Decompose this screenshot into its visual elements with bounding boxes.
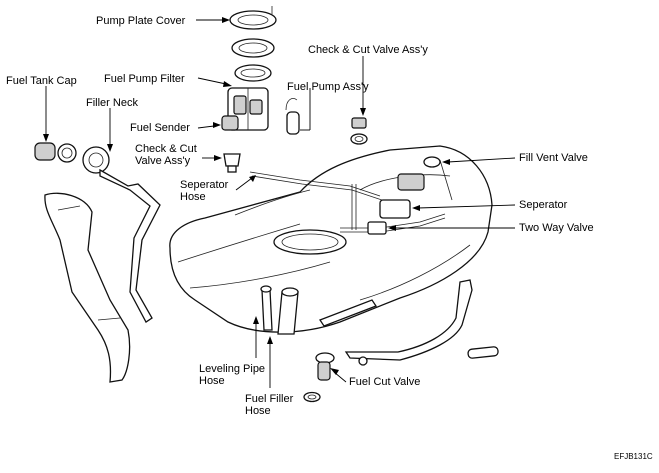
label-fuel-pump-assy: Fuel Pump Ass'y	[287, 81, 369, 93]
pump-plate-cover-part	[229, 6, 277, 30]
label-two-way-valve: Two Way Valve	[519, 222, 594, 234]
label-pump-plate-cover: Pump Plate Cover	[96, 15, 186, 27]
check-cut-valve-mounted	[397, 173, 425, 191]
check-cut-valve-left-part	[223, 153, 241, 173]
label-filler-neck: Filler Neck	[86, 97, 138, 109]
pump-seal-ring-inner	[240, 68, 266, 78]
label-fill-vent-valve: Fill Vent Valve	[519, 152, 588, 164]
fuel-tank	[169, 145, 493, 333]
separator-part	[379, 199, 411, 219]
label-separator-hose-1: Seperator	[180, 179, 229, 191]
filler-pipe-shield	[44, 192, 131, 383]
label-check-cut-valve-top: Check & Cut Valve Ass'y	[308, 44, 428, 56]
pump-plate-gasket-inner	[238, 42, 268, 54]
filler-neck-part	[82, 146, 161, 323]
fill-vent-valve-part	[423, 156, 441, 168]
label-separator: Seperator	[519, 199, 568, 211]
pump-seal-ring	[234, 64, 272, 82]
label-fuel-pump-filter: Fuel Pump Filter	[104, 73, 185, 85]
label-fuel-filler-hose-1: Fuel Filler	[245, 393, 294, 405]
label-leveling-pipe-hose-1: Leveling Pipe	[199, 363, 265, 375]
label-leveling-pipe-hose-2: Hose	[199, 375, 225, 387]
fuel-cut-valve-part	[303, 352, 335, 403]
vent-hose-small	[467, 346, 499, 359]
label-check-cut-valve-left-1: Check & Cut	[135, 143, 197, 155]
label-fuel-sender: Fuel Sender	[130, 122, 190, 134]
fuel-pump-part	[285, 98, 300, 135]
vent-tubing	[249, 159, 453, 233]
check-cut-valve-top-part	[350, 117, 368, 145]
label-separator-hose-2: Hose	[180, 191, 206, 203]
label-fuel-cut-valve: Fuel Cut Valve	[349, 376, 420, 388]
fuel-filler-hose-part	[277, 287, 299, 335]
tank-strap	[319, 279, 473, 361]
leveling-pipe-hose-part	[260, 285, 273, 331]
strap-bolt	[358, 356, 368, 366]
fuel-sender-part	[221, 115, 239, 131]
label-check-cut-valve-left-2: Valve Ass'y	[135, 155, 191, 167]
two-way-valve-part	[367, 221, 387, 235]
label-fuel-filler-hose-2: Hose	[245, 405, 271, 417]
figure-code: EFJB131C	[614, 452, 653, 461]
leader-lines	[43, 17, 516, 388]
fuel-tank-cap-part	[34, 142, 77, 163]
label-fuel-tank-cap: Fuel Tank Cap	[6, 75, 77, 87]
pump-plate-gasket	[231, 38, 275, 58]
